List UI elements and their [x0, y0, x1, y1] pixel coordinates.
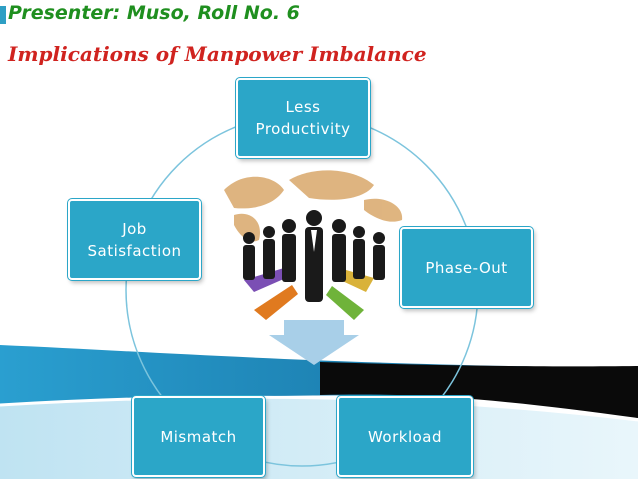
presenter-label: Presenter: Muso, Roll No. 6	[8, 2, 300, 24]
cycle-box-workload: Workload	[337, 396, 473, 477]
business-people-illustration	[224, 170, 403, 365]
cycle-box-phase-out: Phase-Out	[400, 227, 533, 308]
slide-title: Implications of Manpower Imbalance	[8, 42, 427, 66]
cycle-box-label: Mismatch	[160, 427, 237, 446]
cycle-box-job-satisfaction: Job Satisfaction	[68, 199, 201, 280]
corner-accent	[0, 6, 6, 24]
cycle-box-label: Phase-Out	[425, 258, 508, 277]
cycle-box-label: Job Satisfaction	[87, 219, 182, 260]
cycle-box-label: Less Productivity	[255, 98, 351, 138]
cycle-box-mismatch: Mismatch	[132, 396, 265, 477]
cycle-box-less-productivity: Less Productivity	[236, 78, 370, 158]
cycle-box-label: Workload	[367, 427, 443, 446]
